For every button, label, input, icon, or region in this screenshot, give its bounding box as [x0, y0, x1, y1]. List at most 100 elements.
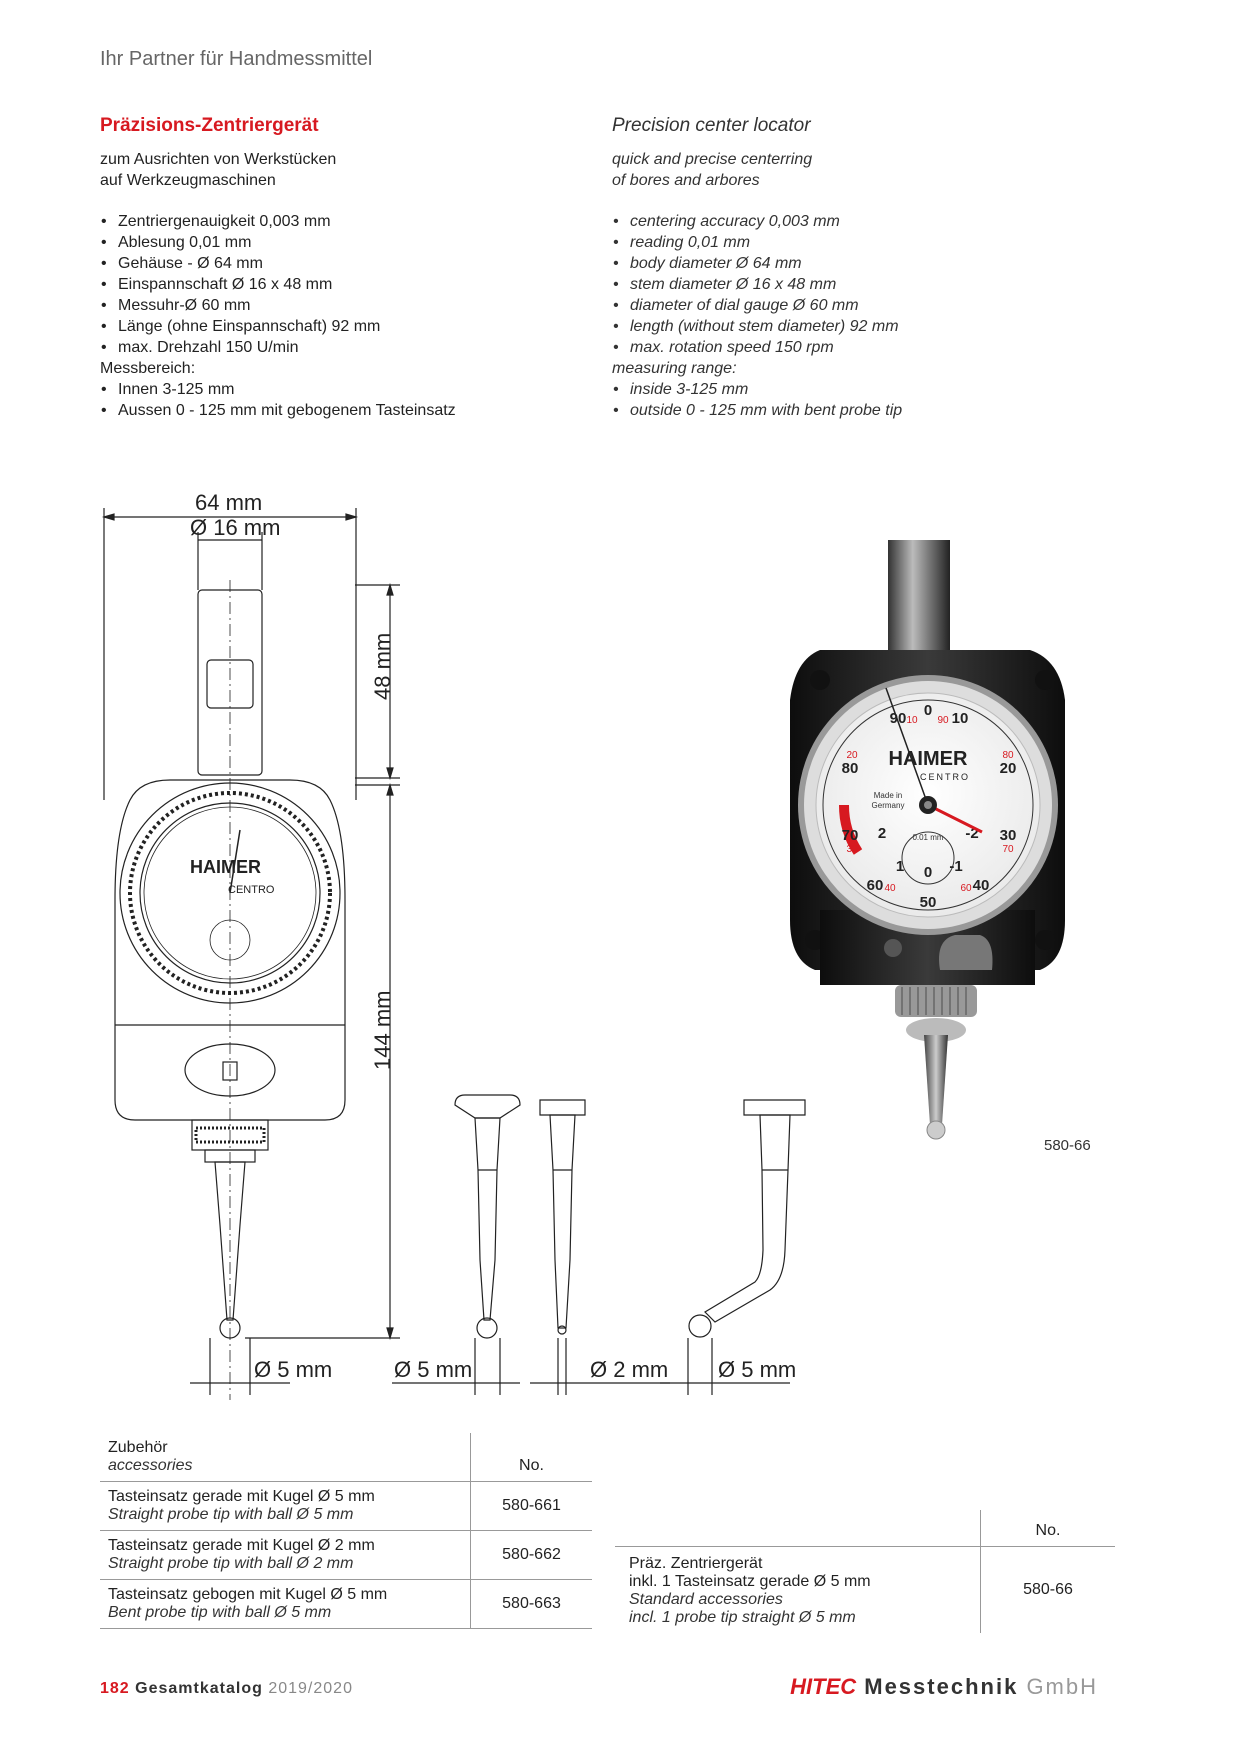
svg-text:30: 30: [846, 844, 858, 855]
table-row: Tasteinsatz gebogen mit Kugel Ø 5 mm Ben…: [100, 1579, 592, 1629]
feature-item: length (without stem diameter) 92 mm: [612, 316, 1132, 337]
page-header: Ihr Partner für Handmessmittel: [100, 48, 373, 70]
row-en: Bent probe tip with ball Ø 5 mm: [108, 1604, 332, 1621]
english-column: Precision center locator quick and preci…: [612, 115, 1132, 421]
accessories-table: Zubehör accessories No. Tasteinsatz gera…: [100, 1433, 592, 1629]
feature-item: diameter of dial gauge Ø 60 mm: [612, 295, 1132, 316]
photo-dial-unit: 0.01 mm: [912, 833, 943, 842]
intro-line: of bores and arbores: [612, 172, 760, 189]
feature-item: reading 0,01 mm: [612, 232, 1132, 253]
feature-item: Einspannschaft Ø 16 x 48 mm: [100, 274, 580, 295]
photo-made-in-country: Germany: [872, 801, 905, 810]
product-line-en: Standard accessories: [629, 1591, 783, 1608]
svg-text:0: 0: [924, 864, 932, 881]
table-row: Tasteinsatz gerade mit Kugel Ø 2 mm Stra…: [100, 1530, 592, 1580]
brand-suffix: GmbH: [1026, 1674, 1098, 1699]
row-en: Straight probe tip with ball Ø 2 mm: [108, 1555, 354, 1572]
feature-item: Länge (ohne Einspannschaft) 92 mm: [100, 316, 580, 337]
feature-item: max. rotation speed 150 rpm: [612, 337, 1132, 358]
product-number: 580-66: [980, 1546, 1115, 1633]
svg-text:40: 40: [973, 877, 990, 894]
svg-text:60: 60: [960, 883, 972, 894]
product-line-en: incl. 1 probe tip straight Ø 5 mm: [629, 1609, 856, 1626]
table-row: Tasteinsatz gerade mit Kugel Ø 5 mm Stra…: [100, 1481, 592, 1531]
accessories-no-header: No.: [470, 1433, 592, 1482]
product-no-header: No.: [980, 1510, 1115, 1547]
accessories-header-en: accessories: [108, 1457, 193, 1474]
svg-text:50: 50: [920, 894, 937, 911]
catalog-year: 2019/2020: [268, 1680, 353, 1697]
tip-dim-label: Ø 2 mm: [590, 1357, 668, 1382]
photo-dial-brand: HAIMER: [889, 748, 968, 770]
range-label-de: Messbereich:: [100, 360, 196, 377]
svg-text:90: 90: [937, 715, 949, 726]
table-header-row: No.: [615, 1510, 1115, 1547]
svg-text:90: 90: [890, 710, 907, 727]
features-de: Zentriergenauigkeit 0,003 mm Ablesung 0,…: [100, 211, 580, 358]
brand-name: Messtechnik: [864, 1674, 1019, 1699]
range-item: Aussen 0 - 125 mm mit gebogenem Tasteins…: [100, 400, 580, 421]
drawing-dial-brand: HAIMER: [190, 857, 261, 877]
svg-text:0: 0: [924, 702, 932, 719]
svg-text:70: 70: [1002, 844, 1014, 855]
tip-dim-label: Ø 5 mm: [394, 1357, 472, 1382]
svg-text:60: 60: [867, 877, 884, 894]
feature-item: Ablesung 0,01 mm: [100, 232, 580, 253]
intro-line: quick and precise centerring: [612, 151, 813, 168]
drawing-dial-sub: CENTRO: [228, 884, 275, 896]
range-en: inside 3-125 mm outside 0 - 125 mm with …: [612, 379, 1132, 421]
intro-line: zum Ausrichten von Werkstücken: [100, 151, 337, 168]
row-de: Tasteinsatz gebogen mit Kugel Ø 5 mm: [108, 1586, 388, 1603]
row-de: Tasteinsatz gerade mit Kugel Ø 2 mm: [108, 1537, 375, 1554]
photo-made-in: Made in: [874, 791, 902, 800]
features-en: centering accuracy 0,003 mm reading 0,01…: [612, 211, 1132, 358]
intro-en: quick and precise centerring of bores an…: [612, 149, 1132, 191]
range-item: Innen 3-125 mm: [100, 379, 580, 400]
catalog-name: Gesamtkatalog: [135, 1680, 263, 1697]
dim-total-length-label: 144 mm: [370, 991, 395, 1070]
product-line-de: Präz. Zentriergerät: [629, 1555, 763, 1572]
svg-text:30: 30: [1000, 827, 1017, 844]
svg-text:2: 2: [878, 825, 886, 842]
feature-item: max. Drehzahl 150 U/min: [100, 337, 580, 358]
row-number: 580-662: [470, 1530, 592, 1580]
row-number: 580-663: [470, 1579, 592, 1629]
product-table: No. Präz. Zentriergerät inkl. 1 Tasteins…: [615, 1510, 1115, 1633]
feature-item: Zentriergenauigkeit 0,003 mm: [100, 211, 580, 232]
range-label-en: measuring range:: [612, 360, 737, 377]
svg-text:70: 70: [842, 827, 859, 844]
technical-drawing: 64 mm Ø 16 mm 48 mm 144 mm Ø 5 mm Ø 5 mm…: [101, 490, 806, 1400]
intro-line: auf Werkzeugmaschinen: [100, 172, 276, 189]
row-de: Tasteinsatz gerade mit Kugel Ø 5 mm: [108, 1488, 375, 1505]
range-item: outside 0 - 125 mm with bent probe tip: [612, 400, 1132, 421]
dim-shank-label: Ø 16 mm: [190, 515, 280, 540]
svg-text:-1: -1: [949, 858, 962, 875]
accessories-header-de: Zubehör: [108, 1439, 168, 1456]
row-number: 580-661: [470, 1481, 592, 1531]
table-header-row: Zubehör accessories No.: [100, 1433, 592, 1482]
product-photo: 0 10 20 30 40 50 60 70 80 90 2 1 0 -1 -2…: [790, 540, 1065, 1140]
footer-brand: HITEC Messtechnik GmbH: [790, 1674, 1098, 1700]
svg-text:10: 10: [906, 715, 918, 726]
svg-text:1: 1: [896, 858, 904, 875]
intro-de: zum Ausrichten von Werkstücken auf Werkz…: [100, 149, 580, 191]
title-de: Präzisions-Zentriergerät: [100, 115, 319, 136]
feature-item: Gehäuse - Ø 64 mm: [100, 253, 580, 274]
tip-dim-label: Ø 5 mm: [254, 1357, 332, 1382]
product-line-de: inkl. 1 Tasteinsatz gerade Ø 5 mm: [629, 1573, 871, 1590]
brand-logo: HITEC: [790, 1674, 857, 1699]
feature-item: body diameter Ø 64 mm: [612, 253, 1132, 274]
svg-text:20: 20: [1000, 760, 1017, 777]
feature-item: Messuhr-Ø 60 mm: [100, 295, 580, 316]
row-en: Straight probe tip with ball Ø 5 mm: [108, 1506, 354, 1523]
svg-text:80: 80: [1002, 750, 1014, 761]
svg-text:10: 10: [952, 710, 969, 727]
range-item: inside 3-125 mm: [612, 379, 1132, 400]
svg-text:40: 40: [884, 883, 896, 894]
footer-catalog: 182 Gesamtkatalog 2019/2020: [100, 1680, 353, 1698]
dim-shank-length-label: 48 mm: [370, 633, 395, 700]
feature-item: stem diameter Ø 16 x 48 mm: [612, 274, 1132, 295]
title-en: Precision center locator: [612, 115, 811, 136]
dim-body-label: 64 mm: [195, 490, 262, 515]
tip-dim-label: Ø 5 mm: [718, 1357, 796, 1382]
